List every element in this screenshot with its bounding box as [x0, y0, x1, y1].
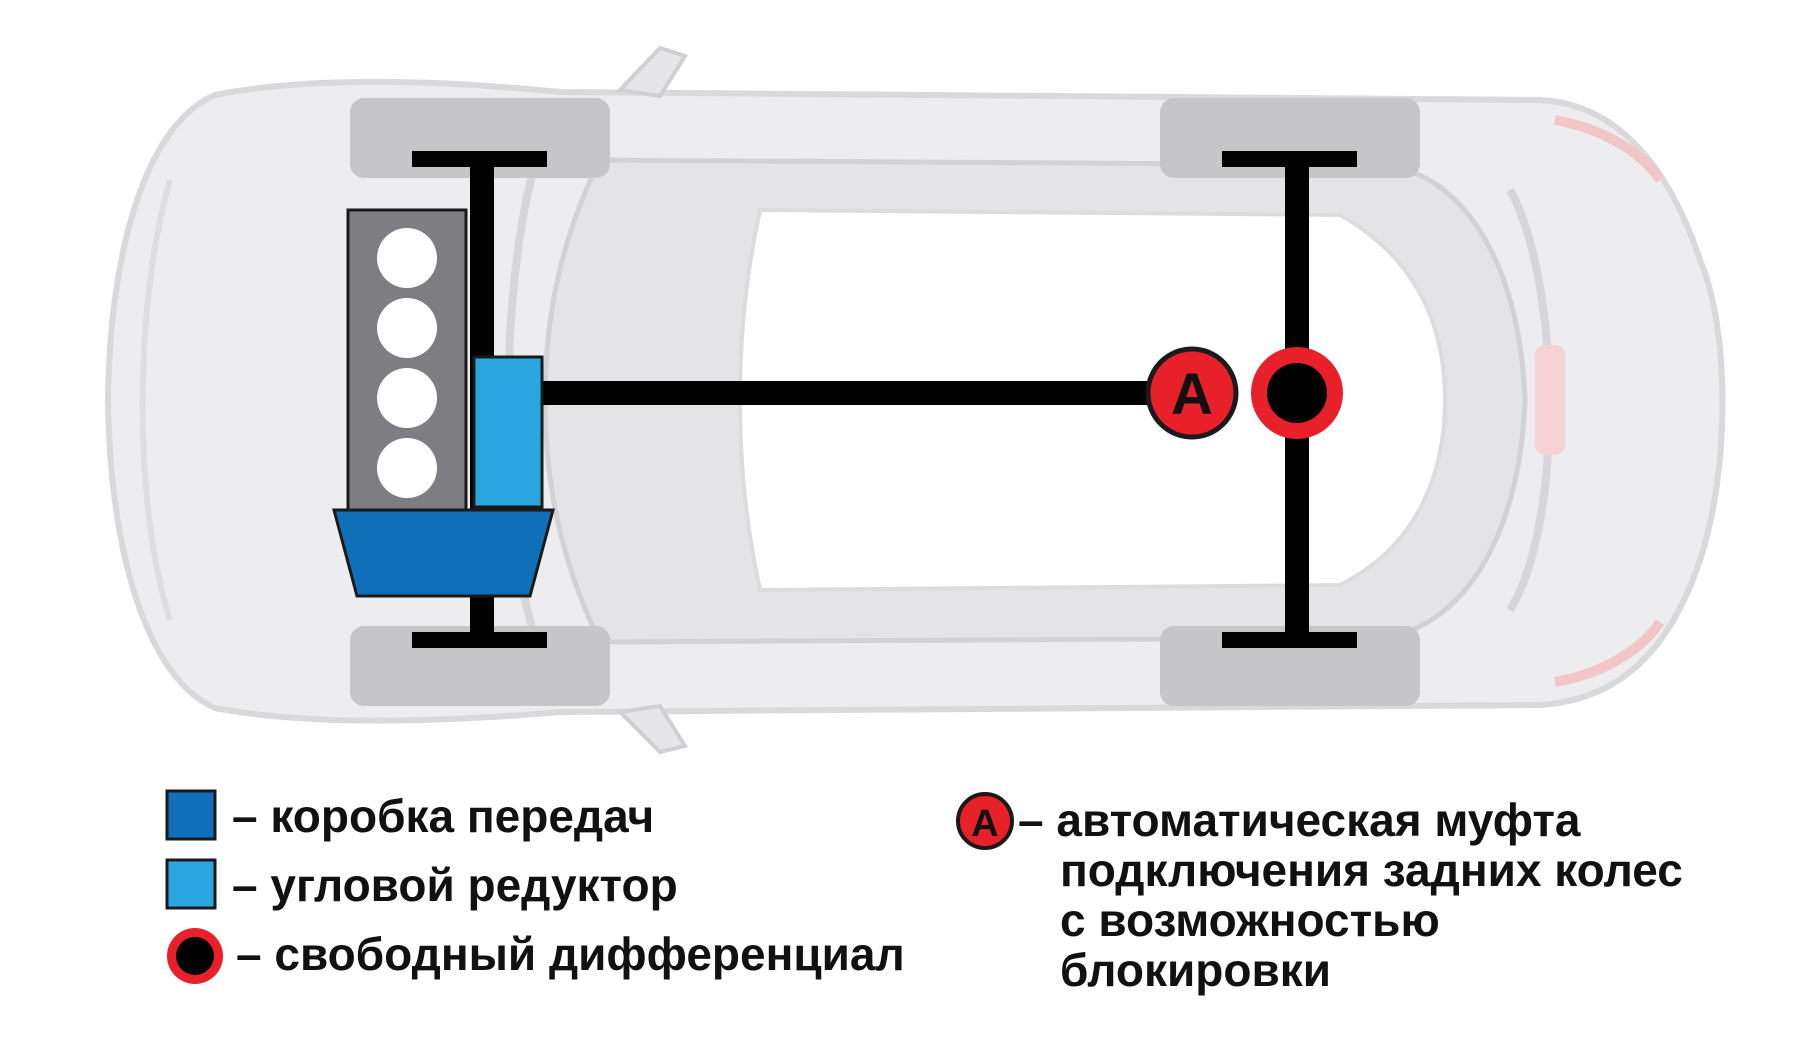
differential-core	[1267, 363, 1327, 423]
coupling-marker: A	[1145, 346, 1239, 440]
legend-gearbox-label: – коробка передач	[232, 790, 654, 842]
legend-gearbox-swatch	[165, 789, 217, 841]
engine-cylinder-1	[377, 228, 437, 288]
car-mirror-left	[615, 45, 689, 99]
car-rear-light-top	[1554, 115, 1665, 183]
legend-coupling-line-2: подключения задних колес	[1060, 844, 1683, 896]
angle-gear-box	[472, 355, 544, 509]
car-mirror-right	[615, 703, 689, 755]
engine	[346, 208, 468, 512]
legend-coupling-line-3: с возможностью	[1060, 894, 1440, 946]
legend-angle-gear-swatch	[165, 858, 217, 910]
legend-coupling-line-4: блокировки	[1060, 944, 1331, 996]
rear-differential	[1251, 347, 1343, 439]
car-hood-line	[139, 179, 173, 621]
propeller-shaft	[540, 381, 1180, 405]
car-rear-light-bottom	[1554, 619, 1665, 687]
engine-cylinder-2	[377, 298, 437, 358]
legend-diff-core	[176, 937, 214, 975]
legend-coupling-circle	[956, 792, 1014, 850]
legend: – коробка передач – угловой редуктор – с…	[165, 789, 1683, 996]
car-rear-light-center	[1535, 345, 1565, 455]
legend-diff-label: – свободный дифференциал	[236, 928, 905, 980]
legend-coupling-line-1: – автоматическая муфта	[1018, 794, 1581, 846]
coupling-letter: A	[1171, 362, 1213, 427]
engine-cylinder-4	[377, 438, 437, 498]
engine-cylinder-3	[377, 368, 437, 428]
gearbox-box	[332, 508, 555, 598]
legend-coupling-letter: A	[971, 803, 998, 845]
legend-angle-gear-label: – угловой редуктор	[232, 859, 678, 911]
coupling-circle	[1145, 346, 1239, 440]
